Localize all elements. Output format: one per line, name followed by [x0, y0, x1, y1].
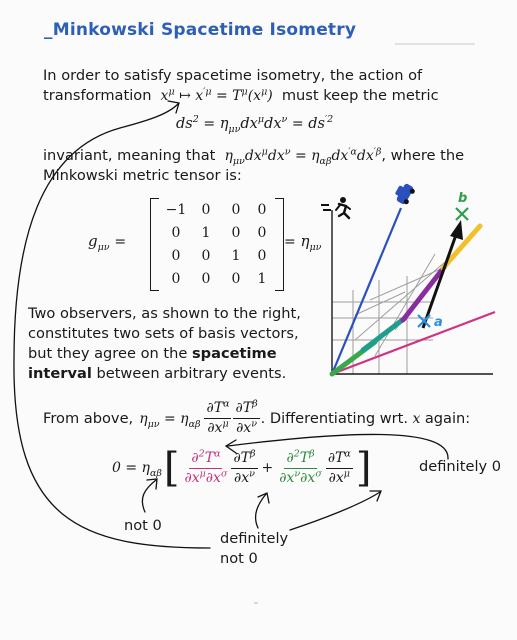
arrow-head	[450, 220, 463, 240]
projection-grid	[331, 253, 456, 374]
interval-teal-segment	[360, 315, 408, 353]
not-0-arrow	[141, 479, 157, 513]
dT-alpha-fraction: ∂Tα∂xμ	[204, 398, 232, 436]
metric-equation: ds2 = ημνdxμdxν = ds′2	[176, 114, 334, 135]
matrix-cell: 0	[257, 202, 267, 218]
matrix-cell: 0	[257, 225, 267, 241]
right-bracket: ]	[355, 445, 372, 491]
pink-axis	[331, 310, 496, 376]
matrix-cell: 0	[257, 248, 267, 264]
dT-beta-fraction: ∂Tβ∂xν	[233, 398, 260, 436]
pink-second-derivative: ∂2Tα∂xμ∂xσ	[184, 447, 228, 486]
definitely-not-0-left-arrowhead	[257, 492, 270, 504]
definitely-0-arrow	[227, 433, 449, 460]
blue-worldline	[330, 207, 403, 375]
long-curve-arrowhead	[167, 100, 180, 114]
zero-equals: 0 = ηαβ	[112, 460, 162, 479]
eta-relation: ημν = ηαβ	[139, 410, 201, 430]
derivation-line: From above, ημν = ηαβ ∂Tα∂xμ ∂Tβ∂xν . Di…	[43, 398, 471, 437]
matrix-body: −1 0 0 0 0 1 0 0 0 0 1 0 0 0 0 1	[159, 198, 275, 291]
matrix-cell: 0	[231, 202, 241, 218]
invariant-post: , where the	[381, 147, 465, 164]
spacetime-bold: spacetime	[192, 345, 277, 362]
derivation-post: . Differentiating wrt.	[260, 409, 409, 427]
spacetime-diagram: a b	[321, 183, 496, 377]
intro-line-2-post: must keep the metric	[281, 87, 439, 104]
observers-line-4-post: between arbitrary events.	[96, 365, 287, 382]
transformation-formula: xμ ↦ x′μ = Tμ(xμ)	[156, 86, 278, 104]
decorative-line	[395, 43, 475, 45]
matrix-cell: 0	[201, 248, 211, 264]
not-0-arrowhead	[146, 478, 158, 490]
matrix-cell: 0	[201, 271, 211, 287]
green-second-derivative: ∂2Tβ∂xν∂xσ	[279, 447, 322, 486]
definitely-0-arrowhead	[224, 439, 237, 454]
annotation-definitely-not-0-line1: definitely	[220, 530, 289, 547]
observers-line-1: Two observers, as shown to the right,	[28, 305, 301, 322]
eta-mu-nu-label: = ημν	[284, 232, 322, 253]
matrix-cell: 0	[171, 225, 181, 241]
metric-matrix: −1 0 0 0 0 1 0 0 0 0 1 0 0 0 0 1	[150, 198, 284, 291]
arrow-shaft	[421, 231, 459, 329]
long-curve-arrow	[13, 103, 211, 549]
intro-line-1: In order to satisfy spacetime isometry, …	[43, 67, 423, 84]
car-icon	[395, 183, 415, 205]
runner-icon	[321, 197, 351, 220]
invariant-formula: ημνdxμdxν = ηαβdx′αdx′β	[220, 146, 382, 167]
matrix-right-bracket	[275, 198, 284, 291]
invariant-pre: invariant, meaning that	[43, 147, 216, 164]
matrix-cell: −1	[165, 202, 187, 218]
second-derivative-equation: 0 = ηαβ [ ∂2Tα∂xμ∂xσ ∂Tβ∂xν + ∂2Tβ∂xν∂xσ…	[112, 448, 371, 488]
definitely-not-0-right-arrow	[289, 491, 381, 531]
decorative-dot	[254, 602, 258, 604]
observers-line-3-pre: but they agree on the	[28, 345, 188, 362]
matrix-cell: 0	[171, 271, 181, 287]
matrix-cell: 1	[231, 248, 241, 264]
marker-a	[417, 314, 431, 328]
annotation-definitely-0: definitely 0	[419, 458, 502, 475]
x-variable: x	[408, 410, 425, 427]
plus-sign: +	[261, 460, 274, 476]
observers-line-4: interval between arbitrary events.	[28, 364, 286, 384]
matrix-cell: 0	[201, 202, 211, 218]
dT-alpha-dx-mu: ∂Tα∂xμ	[325, 447, 353, 486]
matrix-cell: 0	[171, 248, 181, 264]
derivation-post-2: again:	[424, 409, 471, 427]
interval-bold: interval	[28, 365, 92, 382]
matrix-cell: 1	[257, 271, 267, 287]
annotation-definitely-not-0-line2: not 0	[220, 550, 258, 567]
dT-beta-dx-nu: ∂Tβ∂xν	[231, 447, 258, 486]
matrix-left-bracket	[150, 198, 159, 291]
label-b: b	[458, 191, 467, 206]
interval-orange-segment	[440, 223, 483, 271]
page-title: _Minkowski Spacetime Isometry	[44, 20, 357, 40]
matrix-cell: 1	[201, 225, 211, 241]
observers-line-3: but they agree on the spacetime	[28, 344, 277, 364]
interval-purple-segment	[400, 263, 448, 323]
observers-line-2: constitutes two sets of basis vectors,	[28, 325, 299, 342]
intro-line-2-pre: transformation	[43, 87, 152, 104]
derivation-pre: From above,	[43, 409, 134, 427]
marker-b	[455, 207, 469, 221]
matrix-cell: 0	[231, 271, 241, 287]
left-bracket: [	[163, 445, 180, 491]
matrix-cell: 0	[231, 225, 241, 241]
annotation-not-0: not 0	[124, 517, 162, 534]
definitely-not-0-right-arrowhead	[369, 490, 382, 502]
label-a: a	[434, 315, 443, 330]
intro-line-2: transformation xμ ↦ x′μ = Tμ(xμ) must ke…	[43, 86, 439, 106]
definitely-not-0-left-arrow	[254, 493, 267, 529]
invariant-line-1: invariant, meaning that ημνdxμdxν = ηαβd…	[43, 146, 464, 166]
invariant-line-2: Minkowski metric tensor is:	[43, 167, 242, 184]
g-mu-nu-label: gμν =	[88, 232, 127, 253]
